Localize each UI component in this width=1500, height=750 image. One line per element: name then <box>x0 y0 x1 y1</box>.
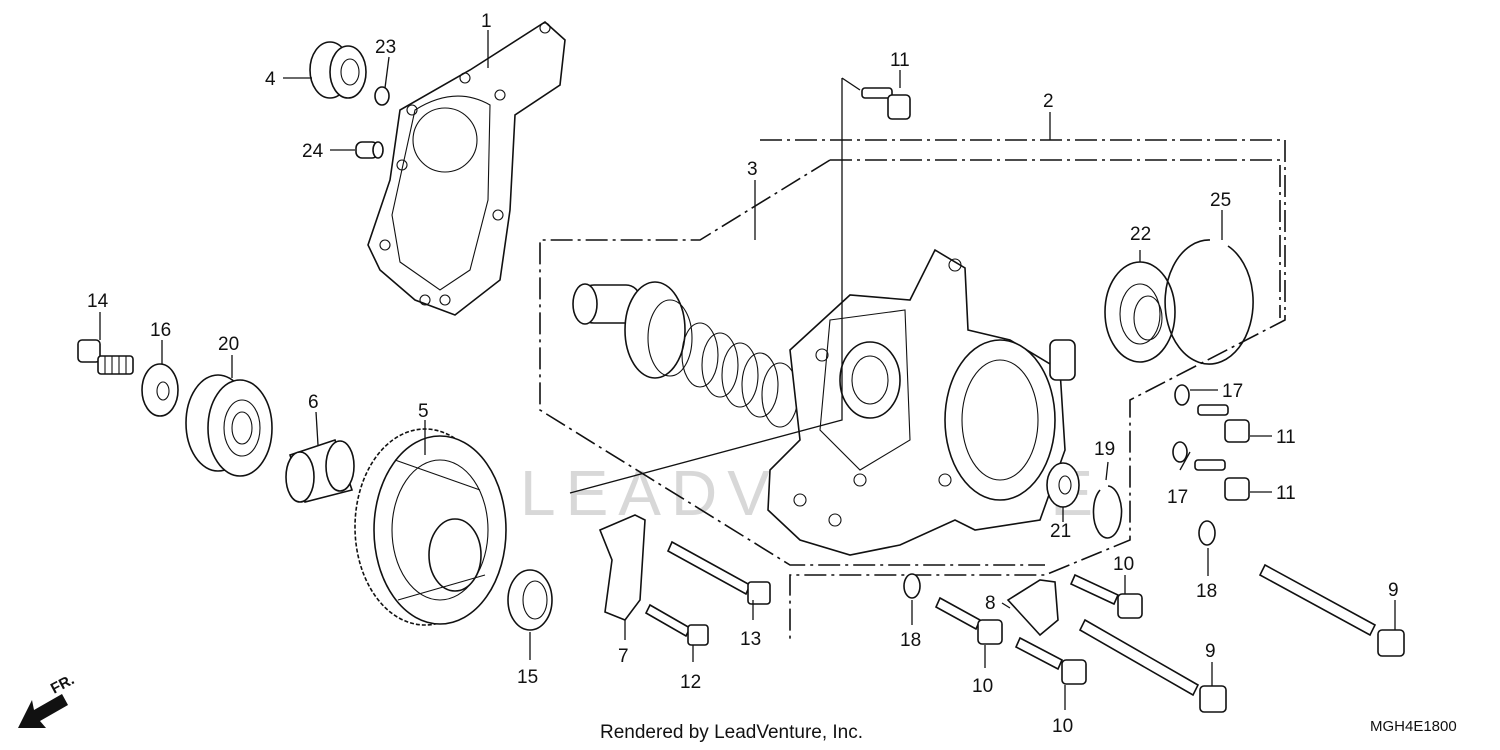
bolt-part-11-low <box>1194 459 1250 501</box>
long-bolt-part-b <box>1078 618 1227 713</box>
snap-ring-part <box>1092 485 1123 539</box>
callout-10a: 10 <box>1113 554 1134 575</box>
callout-8: 8 <box>985 593 996 614</box>
bolt-part-12 <box>644 603 709 646</box>
oil-seal-small-part <box>1046 462 1080 508</box>
callout-11b: 11 <box>1276 427 1296 448</box>
callout-24: 24 <box>302 141 324 162</box>
bolt-part-11-mid <box>1197 404 1250 443</box>
washer-part-a <box>1198 520 1216 546</box>
bolt-part-11-top <box>861 87 911 120</box>
callout-21: 21 <box>1050 521 1071 542</box>
callout-18b: 18 <box>900 630 921 651</box>
o-ring-part <box>374 86 390 106</box>
direction-label: FR. <box>48 671 77 697</box>
render-credit: Rendered by LeadVenture, Inc. <box>600 722 863 743</box>
callout-14: 14 <box>87 291 109 312</box>
callout-11c: 11 <box>1276 483 1296 504</box>
long-bolt-part-a <box>1258 563 1405 657</box>
callout-18a: 18 <box>1196 581 1217 602</box>
callout-20: 20 <box>218 334 239 355</box>
front-direction-arrow: FR. <box>18 671 77 728</box>
thrust-washer-part <box>141 363 179 417</box>
callout-10b: 10 <box>972 676 993 697</box>
assembly-outline-2 <box>760 139 1286 640</box>
bolt-part-10-c <box>1014 636 1087 685</box>
shim-washer-part <box>507 569 553 631</box>
gasket-part <box>367 20 566 316</box>
callout-22: 22 <box>1130 224 1151 245</box>
bolt-part-10-b <box>934 596 1003 645</box>
callout-25: 25 <box>1210 190 1231 211</box>
circlip-part <box>1164 239 1254 365</box>
callout-17a: 17 <box>1222 381 1243 402</box>
callout-9b: 9 <box>1205 641 1216 662</box>
callout-9a: 9 <box>1388 580 1399 601</box>
callout-23: 23 <box>375 37 396 58</box>
washer-part-b <box>903 573 921 599</box>
callout-4: 4 <box>265 69 276 90</box>
bracket-part-7 <box>598 514 646 621</box>
arrow-icon <box>18 694 68 728</box>
needle-bearing-part <box>1104 261 1176 363</box>
dowel-pin-part <box>355 141 384 159</box>
callout-10c: 10 <box>1052 716 1073 737</box>
callout-17b: 17 <box>1167 487 1188 508</box>
callout-19: 19 <box>1094 439 1115 460</box>
callout-16: 16 <box>150 320 171 341</box>
callout-labels: 1 2 3 4 5 6 7 8 9 9 10 10 10 11 11 11 12… <box>87 11 1399 737</box>
callout-12: 12 <box>680 672 701 693</box>
assembly-outline-3 <box>539 159 1281 566</box>
callout-15: 15 <box>517 667 538 688</box>
sealing-washer-part-b <box>1172 441 1188 463</box>
callout-6: 6 <box>308 392 319 413</box>
callout-1: 1 <box>481 11 492 32</box>
callout-13: 13 <box>740 629 761 650</box>
ball-bearing-part <box>185 374 273 477</box>
callout-7: 7 <box>618 646 629 667</box>
leader-lines <box>99 30 1396 710</box>
callout-3: 3 <box>747 159 758 180</box>
sealing-washer-part-a <box>1174 384 1190 406</box>
bracket-part-8 <box>1006 579 1059 637</box>
collar-part <box>285 438 355 503</box>
oil-seal-part <box>283 41 367 99</box>
bolt-part-10-a <box>1069 573 1143 619</box>
callout-2: 2 <box>1043 91 1054 112</box>
drive-gear-part <box>354 428 507 626</box>
callout-11a: 11 <box>890 50 910 71</box>
flange-bolt-part <box>77 339 134 375</box>
callout-5: 5 <box>418 401 429 422</box>
diagram-code: MGH4E1800 <box>1370 718 1457 735</box>
bolt-part-13 <box>666 540 771 605</box>
